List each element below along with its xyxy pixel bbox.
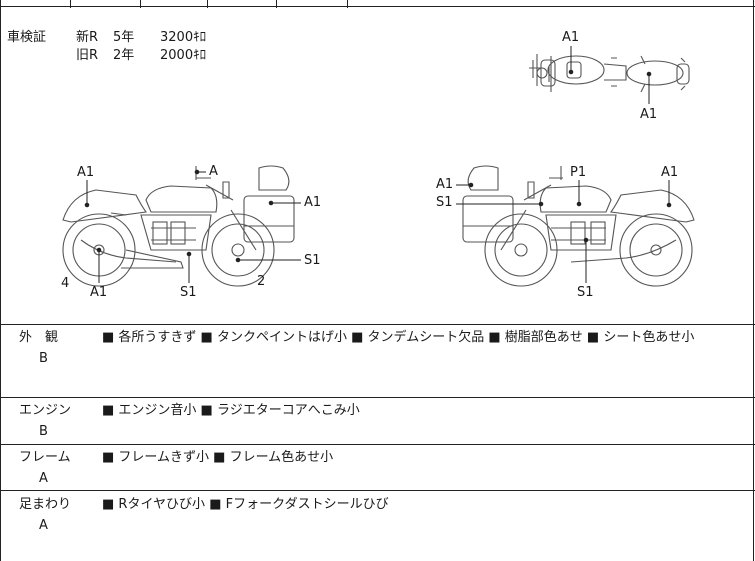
section-name-exterior: 外 観 [19, 330, 59, 345]
new-price: 3200ｷﾛ [160, 30, 207, 45]
section-notes-suspension: ■ Rタイヤひび小 ■ Fフォークダストシールひび [102, 497, 389, 512]
damage-label: A1 [77, 165, 95, 180]
section-notes-exterior: ■ 各所うすきず ■ タンクペイントはげ小 ■ タンデムシート欠品 ■ 樹脂部色… [102, 330, 695, 345]
column-divider [140, 0, 141, 8]
top-view-outline [529, 54, 690, 93]
damage-label: P1 [570, 165, 587, 180]
damage-label: S1 [180, 285, 197, 300]
section-name-suspension: 足まわり [19, 497, 72, 512]
column-divider [207, 0, 208, 8]
section-grade-suspension: A [39, 518, 48, 533]
section-divider [1, 490, 755, 491]
motorcycle-damage-diagram [62, 46, 695, 287]
section-notes-engine: ■ エンジン音小 ■ ラジエターコアへこみ小 [102, 403, 360, 418]
section-name-frame: フレーム [19, 450, 71, 465]
damage-label: S1 [304, 253, 321, 268]
column-divider [347, 0, 348, 8]
section-divider [1, 324, 755, 325]
new-rate: 新R [76, 30, 99, 45]
inspection-label: 車検証 [7, 30, 47, 45]
damage-label: A [209, 164, 218, 179]
damage-label: A1 [562, 30, 580, 45]
old-price: 2000ｷﾛ [160, 48, 207, 63]
damage-label: 4 [61, 276, 70, 291]
right-side-view-outline [462, 165, 695, 287]
damage-label: S1 [436, 195, 453, 210]
damage-label: A1 [304, 195, 322, 210]
damage-label: A1 [640, 107, 658, 122]
damage-label: A1 [436, 177, 454, 192]
old-rate: 旧R [76, 48, 99, 63]
left-side-view-outline [62, 165, 295, 287]
column-divider [70, 0, 71, 8]
section-divider [1, 397, 755, 398]
damage-label: A1 [661, 165, 679, 180]
column-divider [276, 0, 277, 8]
section-grade-exterior: B [39, 351, 48, 366]
damage-label: S1 [577, 285, 594, 300]
section-divider [1, 444, 755, 445]
old-years: 2年 [113, 48, 135, 63]
new-years: 5年 [113, 30, 135, 45]
section-grade-engine: B [39, 424, 48, 439]
top-row-border [1, 6, 755, 7]
damage-label: A1 [90, 285, 108, 300]
section-name-engine: エンジン [19, 403, 72, 418]
section-notes-frame: ■ フレームきず小 ■ フレーム色あせ小 [102, 450, 334, 465]
damage-label: 2 [257, 274, 266, 289]
section-grade-frame: A [39, 471, 48, 486]
